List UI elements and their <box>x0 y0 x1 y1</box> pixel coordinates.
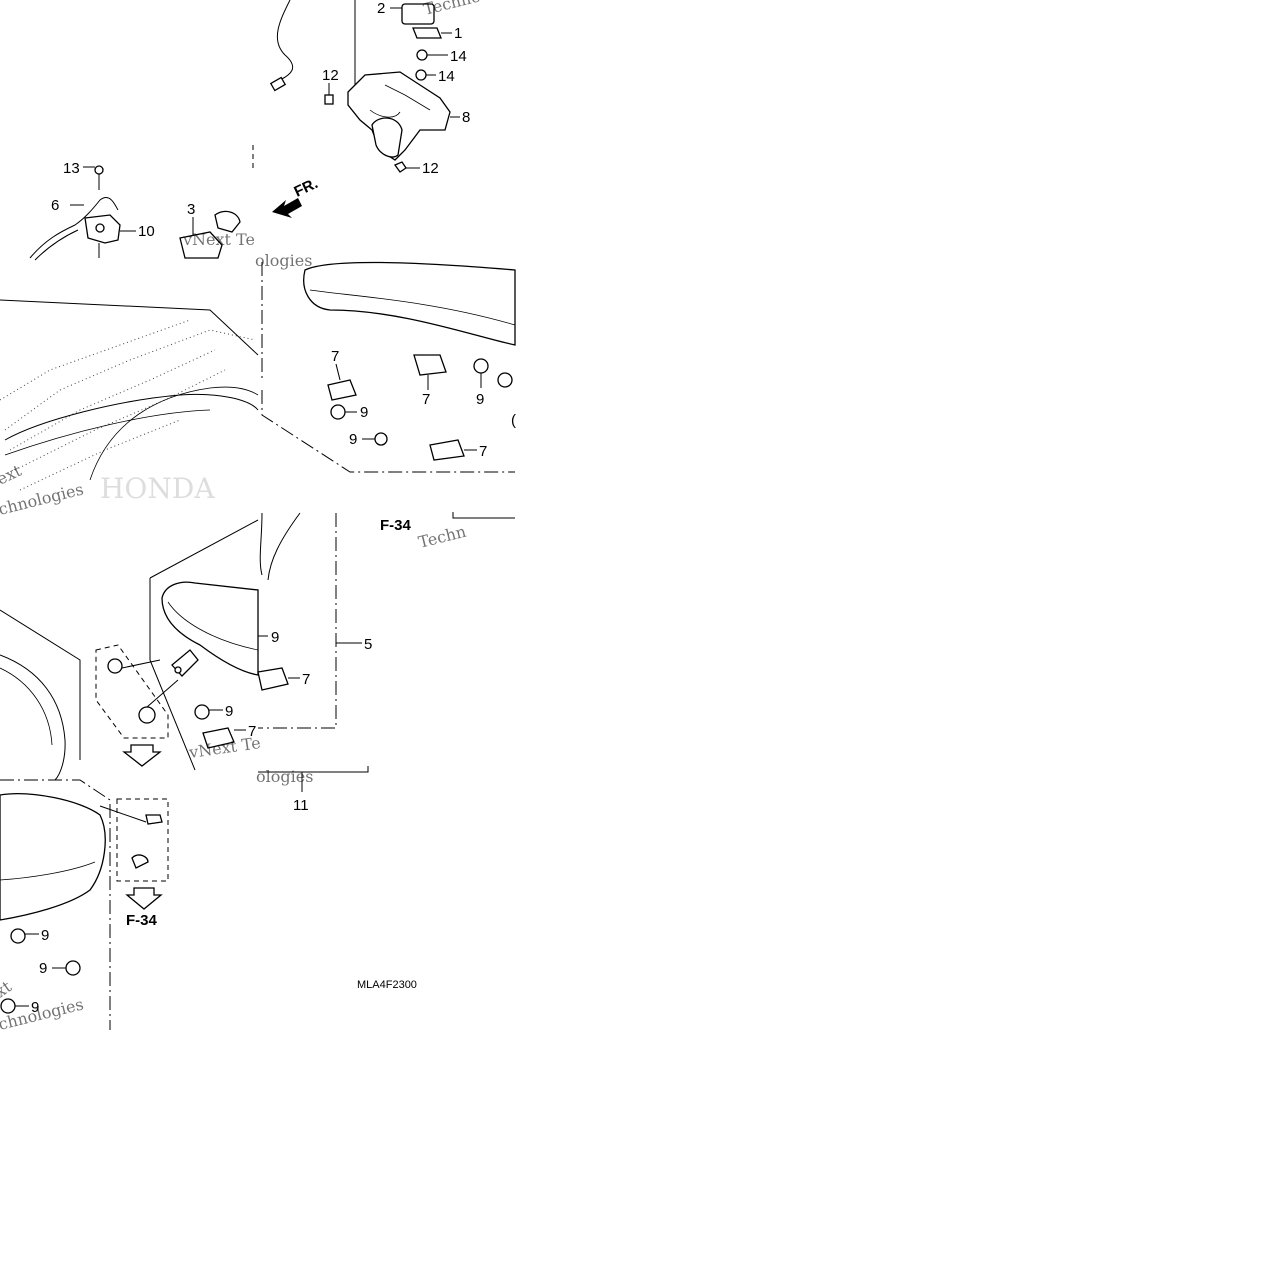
seat-cable-upper <box>276 0 294 81</box>
part-9-grommet-detail-a <box>107 658 123 674</box>
part-7-b <box>413 354 447 376</box>
label-part-13: 13 <box>63 160 80 177</box>
label-part-7e: 7 <box>248 723 256 740</box>
honda-watermark-text: HONDA <box>100 472 215 505</box>
part-9-grommet-d <box>497 372 513 388</box>
label-part-7c: 7 <box>479 443 487 460</box>
label-part-1: 1 <box>454 25 462 42</box>
label-part-10: 10 <box>138 223 155 240</box>
label-part-7d: 7 <box>302 671 310 688</box>
watermark-xt-2: xt <box>0 977 15 1002</box>
part-9-grommet-detail-b <box>138 706 156 724</box>
part-12-nut-upper <box>324 94 334 105</box>
part-9-grommet-g <box>10 928 26 944</box>
diagram-code: MLA4F2300 <box>357 979 417 991</box>
upper-bracket-group: 2 1 14 14 12 8 12 Techno <box>269 0 482 177</box>
part-7-c <box>429 439 465 461</box>
watermark-vnext-1: vNext Te <box>182 230 255 249</box>
detail-bolt-a <box>145 814 163 825</box>
part-9-grommet-b <box>374 432 388 446</box>
watermark-ext-1: ext <box>0 461 25 489</box>
part-12-nut-lower <box>394 161 407 173</box>
label-part-3: 3 <box>187 201 195 218</box>
part-9-grommet-h <box>65 960 81 976</box>
part-7-e <box>202 727 235 749</box>
label-part-9-partial: ( <box>511 412 516 429</box>
front-direction-arrow: FR. <box>272 175 321 218</box>
down-arrow-detail-a <box>122 744 162 767</box>
label-part-14a: 14 <box>450 48 467 65</box>
label-part-9g: 9 <box>41 927 49 944</box>
part-2-unit <box>401 3 435 25</box>
pillion-seat-group: 5 9 7 9 7 11 vNext Te ologies <box>95 512 372 814</box>
part-9-grommet-f <box>194 704 210 720</box>
label-part-2: 2 <box>377 0 385 17</box>
watermark-ologies-2: ologies <box>256 767 313 786</box>
watermark-chnologies-1: chnologies <box>0 479 85 518</box>
part-7-a <box>327 379 357 401</box>
label-part-12a: 12 <box>322 67 339 84</box>
part-14-bolt-b <box>415 69 427 81</box>
label-part-9h: 9 <box>39 960 47 977</box>
part-13-screw <box>94 165 104 175</box>
label-part-9c: 9 <box>476 391 484 408</box>
lower-seat-cushion <box>0 793 106 921</box>
part-9-grommet-c <box>473 358 489 374</box>
part-1-pad <box>412 27 442 39</box>
label-part-7a: 7 <box>331 348 339 365</box>
reference-f34-bottom: F-34 <box>126 912 158 929</box>
part-14-bolt-a <box>416 49 428 61</box>
label-part-11: 11 <box>293 797 309 814</box>
lower-rider-seat: F-34 9 9 9 xt chnologies <box>0 609 169 1034</box>
watermark-techn-mid: Techn <box>416 522 468 552</box>
part-6-cable <box>29 196 119 259</box>
bolt-detail-box <box>116 798 169 882</box>
label-part-9b: 9 <box>349 431 357 448</box>
grommet-detail-box <box>95 644 169 739</box>
part-3-key <box>214 210 241 233</box>
pillion-seat-cushion <box>161 581 259 676</box>
label-part-12b: 12 <box>422 160 439 177</box>
lock-cable-group: 13 6 10 3 vNext Te ologies <box>29 145 312 270</box>
reference-f34-top: F-34 <box>380 517 412 534</box>
label-part-9f: 9 <box>225 703 233 720</box>
label-part-9a: 9 <box>360 404 368 421</box>
part-7-d <box>257 667 289 691</box>
fr-label: FR. <box>292 175 321 201</box>
label-part-6: 6 <box>51 197 59 214</box>
down-arrow-detail-b <box>125 887 163 910</box>
detail-bolt-b <box>131 854 149 869</box>
cable-end-upper <box>269 76 287 92</box>
watermark-techno-top: Techno <box>421 0 482 19</box>
label-part-7b: 7 <box>422 391 430 408</box>
label-part-5: 5 <box>364 636 372 653</box>
watermark-vnext-2: vNext Te <box>187 733 262 762</box>
part-3-housing <box>179 231 223 259</box>
part-8-latch <box>371 117 403 158</box>
fr-arrow-icon <box>272 198 302 218</box>
rider-seat-outline <box>0 262 263 481</box>
rear-seat-panel: 7 7 7 9 9 9 ( F-34 Techn <box>261 261 516 552</box>
label-part-14b: 14 <box>438 68 455 85</box>
label-part-9e: 9 <box>271 629 279 646</box>
part-9-grommet-a <box>330 404 346 420</box>
rear-seat-cushion <box>303 261 516 346</box>
part-8-bracket <box>347 71 451 161</box>
watermark-ologies-1: ologies <box>255 251 312 270</box>
label-part-8: 8 <box>462 109 470 126</box>
label-part-9i: 9 <box>31 999 39 1016</box>
honda-wing-watermark: HONDA <box>0 319 256 505</box>
